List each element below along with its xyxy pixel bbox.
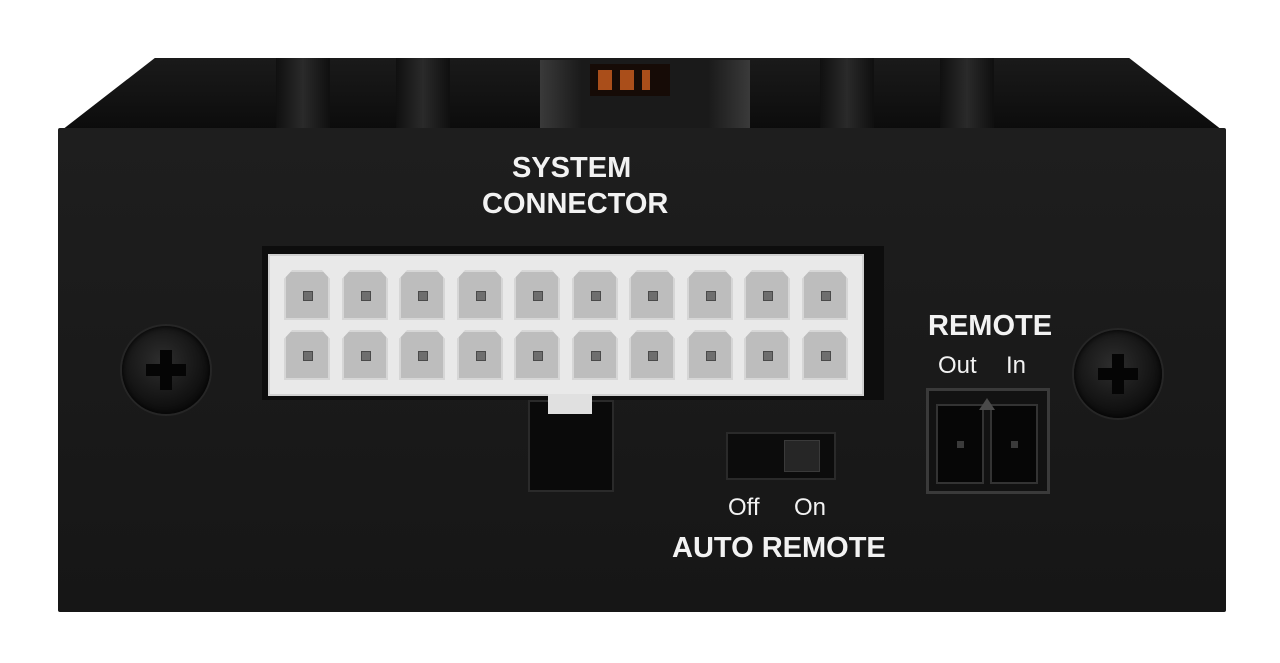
remote-in-terminal[interactable]: [990, 404, 1038, 484]
connector-pin: [342, 330, 388, 380]
led-display: [590, 64, 670, 96]
heatsink-fin: [820, 58, 874, 130]
system-connector-label-line2: CONNECTOR: [482, 188, 669, 220]
connector-pin: [284, 330, 330, 380]
connector-pin: [284, 270, 330, 320]
connector-latch: [548, 394, 592, 414]
connector-pin: [457, 330, 503, 380]
connector-pin: [687, 330, 733, 380]
remote-in-label: In: [1006, 352, 1027, 379]
connector-pin: [399, 270, 445, 320]
connector-pin: [802, 330, 848, 380]
phillips-screw-icon: [122, 326, 210, 414]
phillips-screw-icon: [1074, 330, 1162, 418]
system-connector-label-line1: SYSTEM: [512, 152, 632, 184]
auto-remote-switch-knob[interactable]: [784, 440, 820, 472]
arrow-up-icon: [979, 398, 995, 410]
heatsink-fin: [940, 58, 994, 130]
connector-pin: [629, 270, 675, 320]
connector-pin: [572, 270, 618, 320]
heatsink-fin: [396, 58, 450, 130]
connector-pin: [802, 270, 848, 320]
front-panel: [58, 128, 1226, 612]
remote-out-label: Out: [938, 352, 977, 379]
connector-pin: [572, 330, 618, 380]
remote-label: REMOTE: [928, 310, 1053, 342]
auto-remote-label: AUTO REMOTE: [672, 532, 886, 564]
heatsink-fin: [276, 58, 330, 130]
connector-pin: [629, 330, 675, 380]
connector-pin: [514, 270, 560, 320]
connector-pin: [744, 270, 790, 320]
connector-slot: [528, 400, 614, 492]
connector-pin: [744, 330, 790, 380]
connector-pin: [687, 270, 733, 320]
connector-pin: [514, 330, 560, 380]
connector-pin: [342, 270, 388, 320]
switch-on-label: On: [794, 494, 827, 521]
switch-off-label: Off: [728, 494, 760, 521]
connector-pin: [457, 270, 503, 320]
connector-pin: [399, 330, 445, 380]
remote-out-terminal[interactable]: [936, 404, 984, 484]
